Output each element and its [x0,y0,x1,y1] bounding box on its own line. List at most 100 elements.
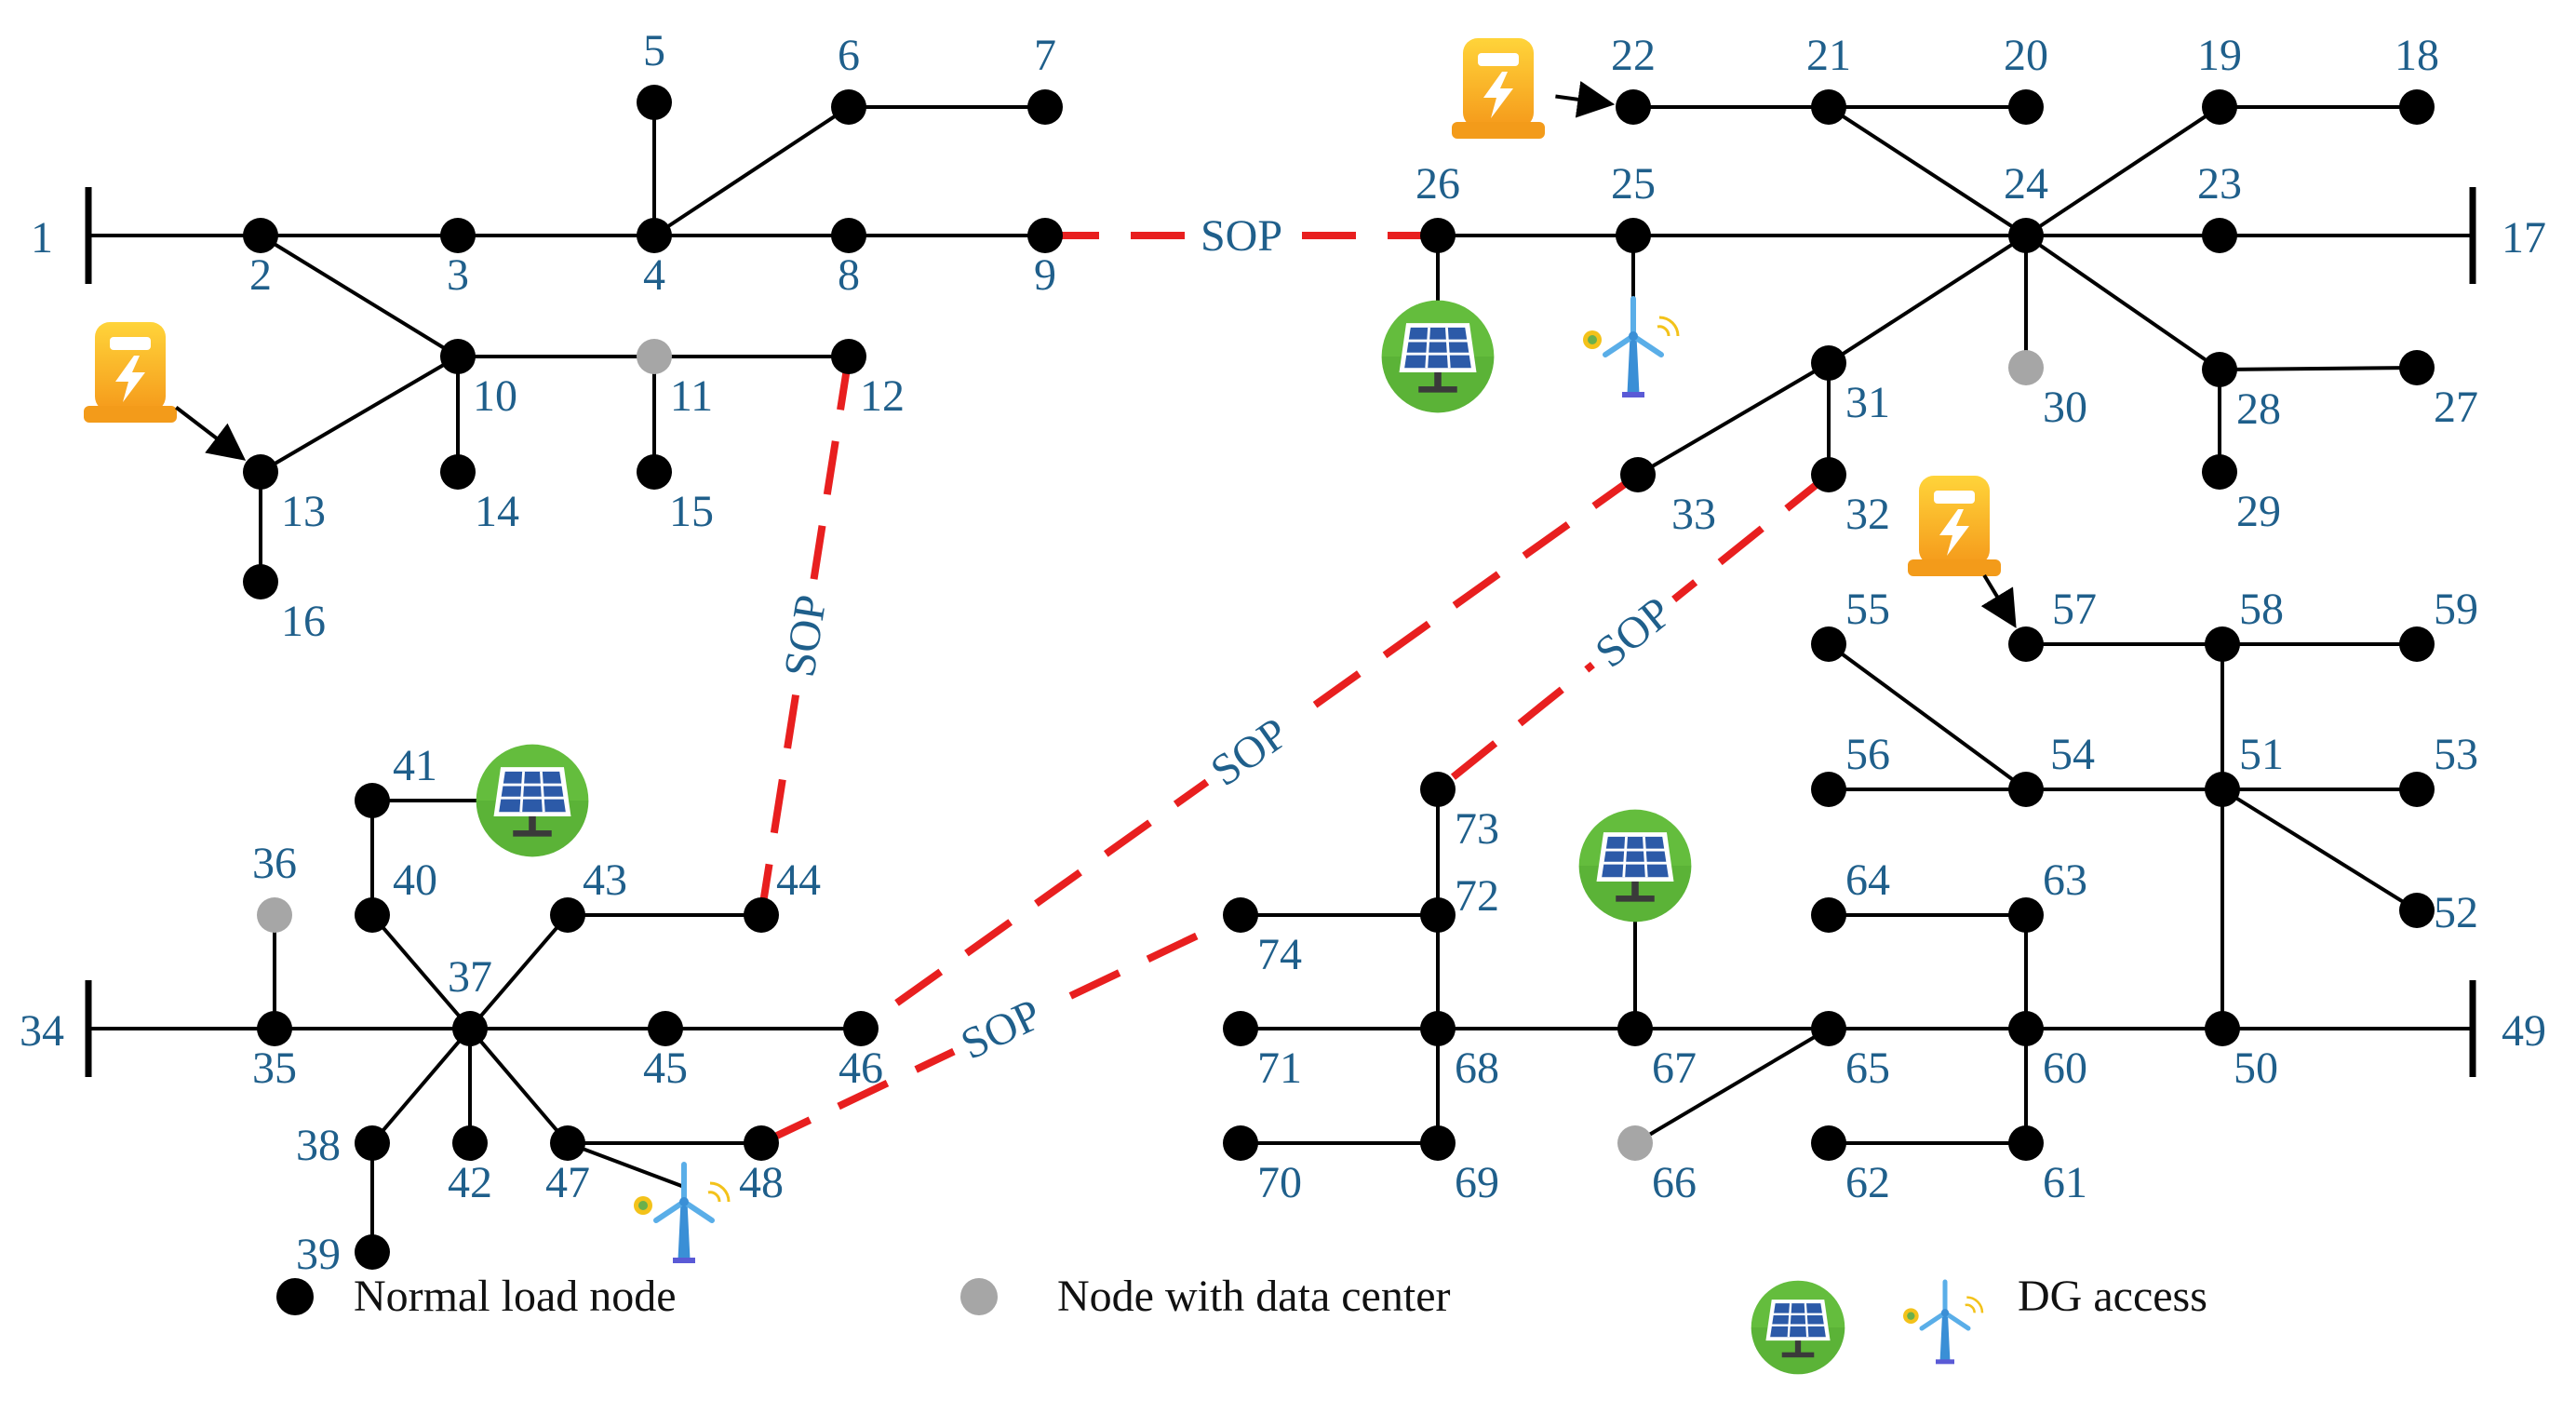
node-label-47: 47 [545,1158,590,1207]
node-label-68: 68 [1455,1044,1499,1093]
line-24-19 [2024,105,2221,237]
load-node-31 [1811,345,1846,381]
line-37-40 [370,913,472,1030]
node-label-45: 45 [643,1044,688,1093]
load-node-58 [2205,626,2240,662]
line-65-66 [1633,1027,1831,1145]
node-label-58: 58 [2239,585,2284,634]
node-label-33: 33 [1671,490,1716,539]
node-label-46: 46 [839,1044,883,1093]
load-node-25 [1616,218,1651,253]
sop-label-group: SOP [1576,579,1691,685]
node-label-73: 73 [1455,804,1499,854]
line-28-27 [2219,366,2418,371]
load-node-26 [1420,218,1456,253]
node-label-64: 64 [1845,855,1890,905]
load-node-6 [831,89,866,125]
node-label-7: 7 [1034,31,1056,80]
load-node-48 [744,1125,779,1161]
load-node-35 [257,1011,292,1046]
line-54-55 [1827,642,2028,791]
datacenter-node-66 [1617,1125,1653,1161]
node-label-23: 23 [2197,159,2242,209]
node-label-43: 43 [583,855,627,905]
load-node-39 [355,1234,390,1270]
load-node-64 [1811,897,1846,933]
node-label-37: 37 [448,952,492,1002]
node-label-54: 54 [2050,730,2095,779]
node-label-27: 27 [2434,383,2478,432]
load-node-41 [355,783,390,818]
load-node-28 [2202,352,2237,387]
node-label-74: 74 [1257,930,1302,979]
legend-solar-panel-icon [1750,1279,1846,1376]
node-label-56: 56 [1845,730,1890,779]
load-node-45 [648,1011,683,1046]
load-node-71 [1223,1011,1258,1046]
line-4-6 [652,105,851,237]
load-node-4 [637,218,672,253]
node-label-17: 17 [2502,213,2546,263]
load-node-56 [1811,772,1846,807]
node-label-42: 42 [448,1158,492,1207]
load-node-73 [1420,772,1456,807]
load-node-12 [831,339,866,374]
ev-charger-icon [84,322,177,423]
load-node-68 [1420,1011,1456,1046]
sop-label-background [1191,700,1308,803]
node-label-50: 50 [2234,1044,2278,1093]
wind-turbine-icon [634,1165,729,1263]
node-label-16: 16 [281,597,326,646]
node-label-34: 34 [20,1006,64,1056]
node-label-10: 10 [473,371,517,421]
load-node-9 [1027,218,1063,253]
node-label-28: 28 [2236,384,2281,434]
node-label-9: 9 [1034,250,1056,300]
legend-normal-node-marker [276,1278,314,1315]
node-label-21: 21 [1806,31,1851,80]
ev-arrow [175,406,247,461]
load-node-27 [2399,350,2435,385]
load-node-23 [2202,218,2237,253]
node-label-3: 3 [447,250,469,300]
node-label-1: 1 [31,213,53,263]
node-label-11: 11 [670,371,713,421]
line-37-47 [468,1027,570,1145]
node-label-20: 20 [2004,31,2048,80]
load-node-54 [2008,772,2044,807]
line-2-10 [259,234,460,358]
load-node-74 [1223,897,1258,933]
solar-panel-icon [1577,808,1693,923]
load-node-63 [2008,897,2044,933]
load-node-52 [2399,893,2435,928]
load-node-67 [1617,1011,1653,1046]
load-node-24 [2008,218,2044,253]
wind-turbine-icon [1583,299,1678,397]
load-node-62 [1811,1125,1846,1161]
load-node-7 [1027,89,1063,125]
node-label-4: 4 [643,250,665,300]
node-label-13: 13 [281,487,326,536]
load-node-55 [1811,626,1846,662]
node-label-14: 14 [475,487,519,536]
node-label-55: 55 [1845,585,1890,634]
line-51-52 [2220,788,2419,912]
node-label-57: 57 [2052,585,2097,634]
node-label-6: 6 [838,31,860,80]
line-24-31 [1827,234,2028,365]
load-node-13 [243,454,278,490]
node-label-30: 30 [2043,383,2087,432]
node-label-63: 63 [2043,855,2087,905]
datacenter-node-36 [257,897,292,933]
load-node-60 [2008,1011,2044,1046]
load-node-70 [1223,1125,1258,1161]
sop-label: SOP [1201,211,1282,261]
load-node-51 [2205,772,2240,807]
sop-label-background [1189,209,1294,262]
line-31-33 [1636,361,1831,477]
dg-connection-line [567,1141,685,1189]
solar-panel-icon [1380,299,1496,414]
node-label-67: 67 [1652,1044,1697,1093]
